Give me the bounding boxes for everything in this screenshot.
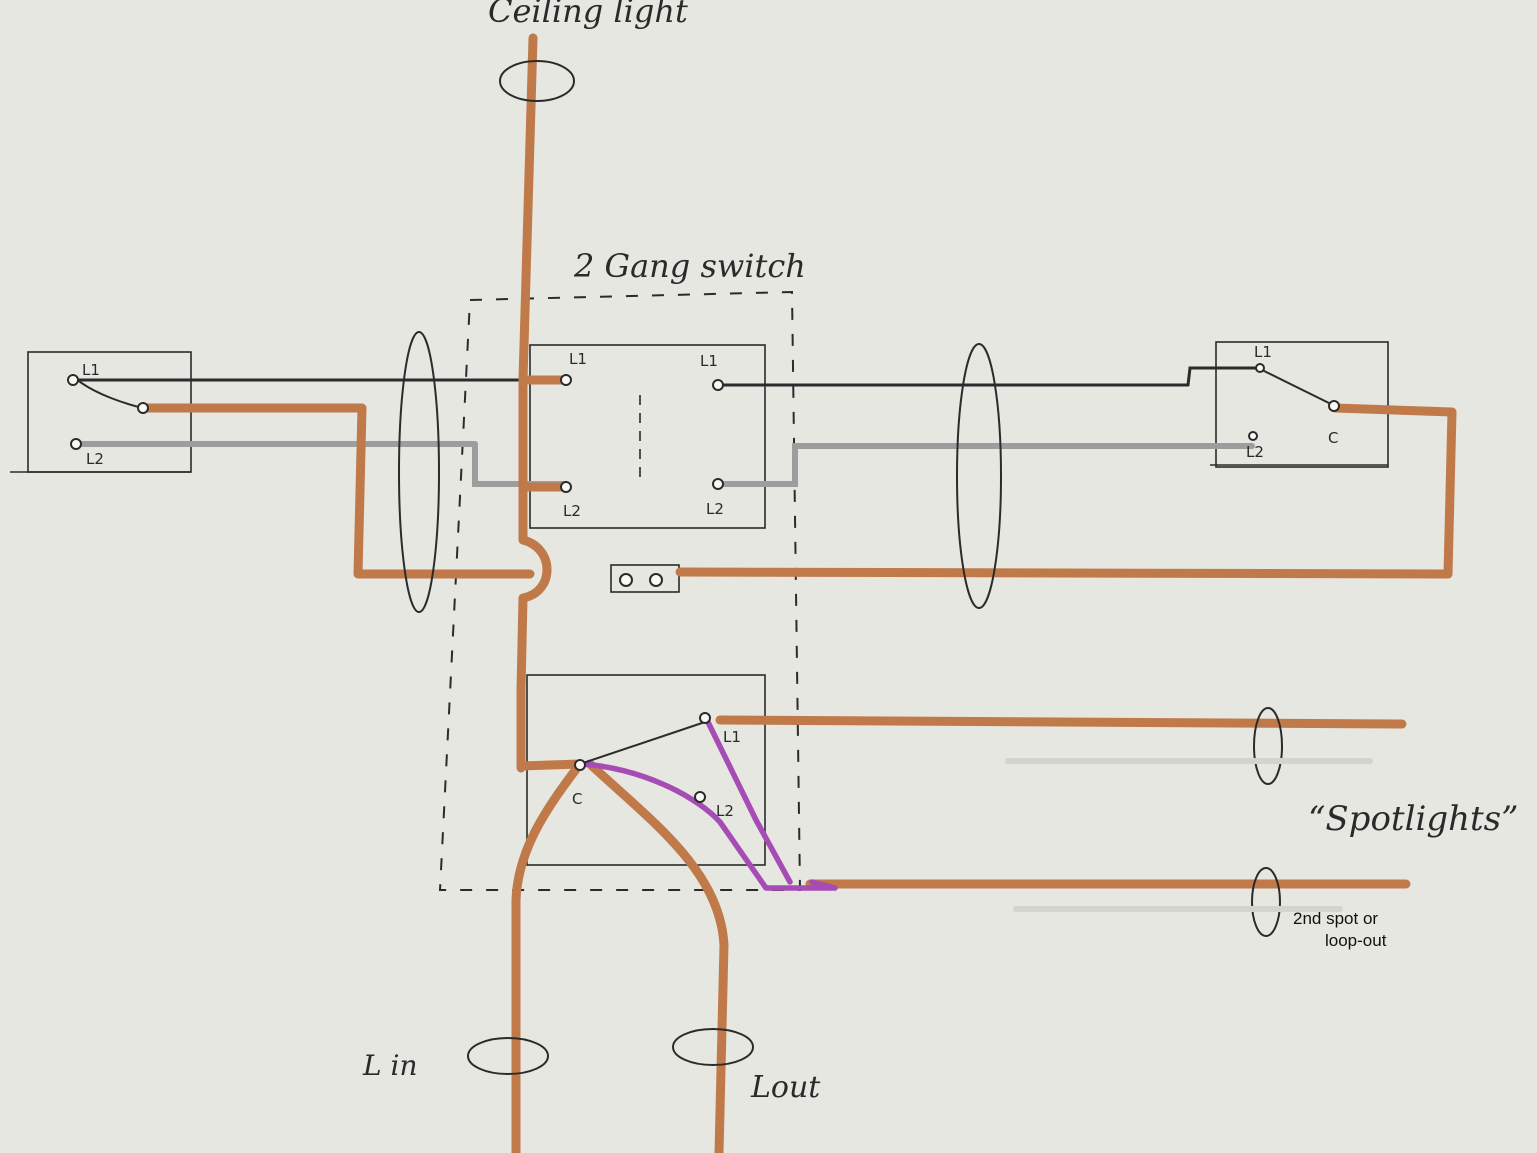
spot1-sleeve (1253, 707, 1283, 785)
terminal-labels: L1 L2 L1 L1 L2 L2 L1 L2 C C L1 L2 (82, 343, 1338, 820)
right-l2-label: L2 (1246, 443, 1264, 461)
right-c-label: C (1328, 429, 1338, 447)
upper-gang-plate (529, 344, 766, 529)
switch-contacts (74, 367, 1334, 765)
right-l1-label: L1 (1254, 343, 1272, 361)
grey-strapper-wires (73, 441, 1255, 487)
second-spot-label-line2: loop-out (1325, 931, 1387, 950)
lower-l2-label: L2 (716, 802, 734, 820)
l-out-sleeve (672, 1028, 754, 1066)
connector-block (610, 564, 680, 593)
brown-wires (143, 33, 1457, 1153)
second-spot-label-line1: 2nd spot or (1293, 909, 1378, 928)
l-out-label: Lout (750, 1070, 821, 1105)
l-out-wire (585, 759, 729, 1153)
left-l2-label: L2 (86, 450, 104, 468)
ceiling-feed-wire (516, 33, 552, 773)
spot2-sleeve (1251, 867, 1281, 937)
gang-l1-right-label: L1 (700, 352, 718, 370)
gang-l2-right-label: L2 (706, 500, 724, 518)
spotlights-label: “Spotlights” (1308, 799, 1518, 839)
cable-sleeves (398, 60, 1283, 1075)
erased-marks (1005, 758, 1373, 912)
gang-l2-left-label: L2 (563, 502, 581, 520)
purple-link-wire (581, 717, 838, 891)
gang-l1-left-label: L1 (569, 350, 587, 368)
left-l1-label: L1 (82, 361, 100, 379)
terminals (67, 363, 1340, 803)
l-in-wire (511, 759, 585, 1153)
l-in-sleeve (467, 1037, 549, 1075)
right-two-way-switch-box (1215, 341, 1389, 468)
l-in-label: L in (362, 1049, 417, 1082)
black-strapper-wires (73, 366, 1260, 387)
gang-switch-label: 2 Gang switch (573, 247, 806, 285)
ceiling-light-label: Ceiling light (488, 0, 688, 30)
switch-plates (10, 341, 1389, 866)
right-cable-sleeve (956, 343, 1002, 609)
ceiling-sleeve (499, 60, 575, 102)
left-cable-sleeve (398, 331, 440, 613)
lower-c-label: C (572, 790, 582, 808)
lower-l1-label: L1 (723, 728, 741, 746)
